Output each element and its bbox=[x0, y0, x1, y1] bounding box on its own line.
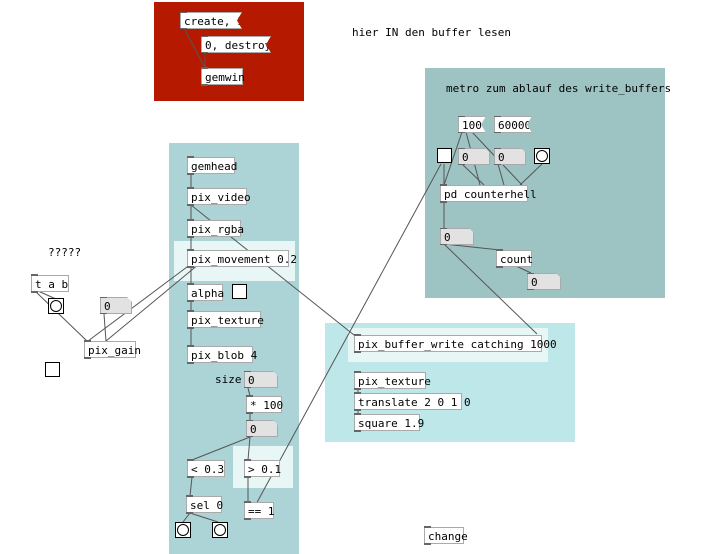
trigger-bang[interactable] bbox=[48, 298, 64, 314]
pix-buffer-write-object[interactable]: pix_buffer_write catching 1000 bbox=[354, 334, 557, 353]
metro-toggle[interactable] bbox=[437, 148, 452, 163]
square-object[interactable]: square 1.9 bbox=[354, 413, 424, 432]
sel-object[interactable]: sel 0 bbox=[186, 495, 223, 514]
message-100[interactable]: 100 bbox=[458, 116, 486, 133]
sel-right-bang[interactable] bbox=[212, 522, 228, 538]
left-toggle[interactable] bbox=[45, 362, 60, 377]
message-60000[interactable]: 60000 bbox=[494, 116, 532, 133]
size-number-box[interactable]: 0 bbox=[244, 371, 278, 388]
metro-number-box-b[interactable]: 0 bbox=[494, 148, 526, 165]
buffer-note-comment: hier IN den buffer lesen bbox=[352, 26, 511, 39]
metro-note-comment: metro zum ablauf des write_buffers bbox=[446, 82, 672, 95]
change-object[interactable]: change bbox=[424, 526, 468, 545]
metro-bang[interactable] bbox=[534, 148, 550, 164]
destroy-message[interactable]: 0, destroy bbox=[201, 36, 271, 53]
pix-movement-object[interactable]: pix_movement 0.2 bbox=[187, 249, 297, 268]
pix-rgba-object[interactable]: pix_rgba bbox=[187, 219, 244, 238]
buffer-pix-texture-object[interactable]: pix_texture bbox=[354, 371, 431, 390]
pix-texture-object[interactable]: pix_texture bbox=[187, 310, 264, 329]
pix-gain-object[interactable]: pix_gain bbox=[84, 340, 141, 359]
counterhell-object[interactable]: pd counterhell bbox=[440, 184, 537, 203]
less-than-object[interactable]: < 0.3 bbox=[187, 459, 225, 478]
sel-left-bang[interactable] bbox=[175, 522, 191, 538]
greater-than-object[interactable]: > 0.1 bbox=[244, 459, 281, 478]
pix-blob-object[interactable]: pix_blob 4 bbox=[187, 345, 257, 364]
counter-number-box[interactable]: 0 bbox=[440, 228, 474, 245]
trigger-object[interactable]: t a b bbox=[31, 274, 69, 293]
equals-object[interactable]: == 1 bbox=[244, 501, 275, 520]
pix-video-object[interactable]: pix_video bbox=[187, 187, 251, 206]
metro-canvas bbox=[425, 68, 665, 298]
size-label: size bbox=[215, 373, 242, 386]
count-number-box[interactable]: 0 bbox=[527, 273, 561, 290]
gemhead-object[interactable]: gemhead bbox=[187, 156, 237, 175]
metro-number-box-a[interactable]: 0 bbox=[458, 148, 490, 165]
scaled-number-box[interactable]: 0 bbox=[246, 420, 278, 437]
question-comment: ????? bbox=[48, 246, 82, 259]
translate-object[interactable]: translate 2 0 1 0 bbox=[354, 392, 471, 411]
multiply-object[interactable]: * 100 bbox=[246, 395, 283, 414]
count-object[interactable]: count bbox=[496, 249, 533, 268]
gain-number-box[interactable]: 0 bbox=[100, 297, 132, 314]
alpha-object[interactable]: alpha bbox=[187, 283, 224, 302]
alpha-toggle[interactable] bbox=[232, 284, 247, 299]
create-message[interactable]: create, 1 bbox=[180, 12, 242, 29]
gemwin-object[interactable]: gemwin bbox=[201, 67, 245, 86]
